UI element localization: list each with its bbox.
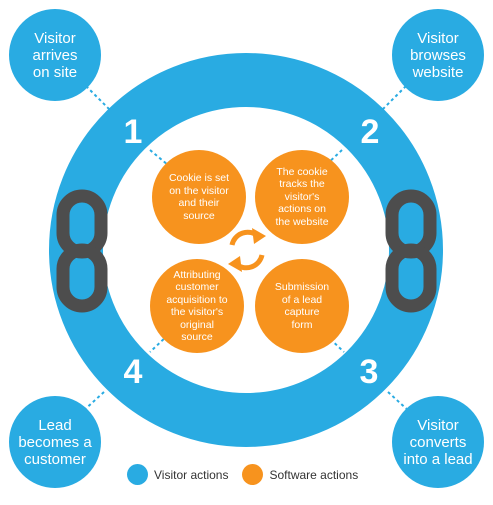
- software-label-4: Attributing customer acquisition to the …: [166, 268, 228, 344]
- software-circle-3: [255, 259, 349, 353]
- step-circle-3: [392, 396, 484, 488]
- software-label-2: The cookie tracks the visitor's actions …: [275, 165, 329, 228]
- chain-link-icon-right: [385, 189, 437, 313]
- legend-label-visitor: Visitor actions: [154, 467, 229, 482]
- software-label-1: Cookie is set on the visitor and their s…: [168, 172, 230, 222]
- step-label-3: Visitor converts into a lead: [403, 416, 473, 468]
- legend: Visitor actions Software actions: [127, 464, 372, 485]
- step-number-2: 2: [361, 113, 380, 151]
- legend-swatch-visitor: [127, 464, 148, 485]
- step-number-4: 4: [124, 353, 143, 391]
- connector-inner-4: [149, 334, 169, 353]
- step-number-3: 3: [360, 353, 379, 391]
- software-circle-4: [150, 259, 244, 353]
- connector-1: [85, 85, 113, 113]
- step-number-1: 1: [124, 113, 143, 151]
- step-label-2: Visitor browses website: [410, 29, 466, 81]
- connector-inner-1: [149, 149, 169, 166]
- legend-swatch-software: [242, 464, 264, 485]
- legend-label-software: Software actions: [269, 467, 359, 482]
- chain-link-icon-left: [56, 189, 108, 313]
- software-label-3: Submission of a lead capture form: [274, 281, 330, 331]
- step-circle-4: [9, 396, 101, 488]
- legend-item-visitor: Visitor actions: [127, 464, 228, 485]
- refresh-arrowheads: [228, 228, 266, 272]
- step-label-4: Lead becomes a customer: [18, 416, 92, 468]
- software-circle-1: [152, 150, 246, 244]
- software-circle-2: [255, 150, 349, 244]
- step-circle-2: [392, 9, 484, 101]
- connector-inner-3: [325, 334, 345, 353]
- step-label-1: Visitor arrives on site: [32, 29, 78, 81]
- connector-2: [379, 85, 407, 113]
- legend-item-software: Software actions: [242, 464, 358, 485]
- step-circle-1: [9, 9, 101, 101]
